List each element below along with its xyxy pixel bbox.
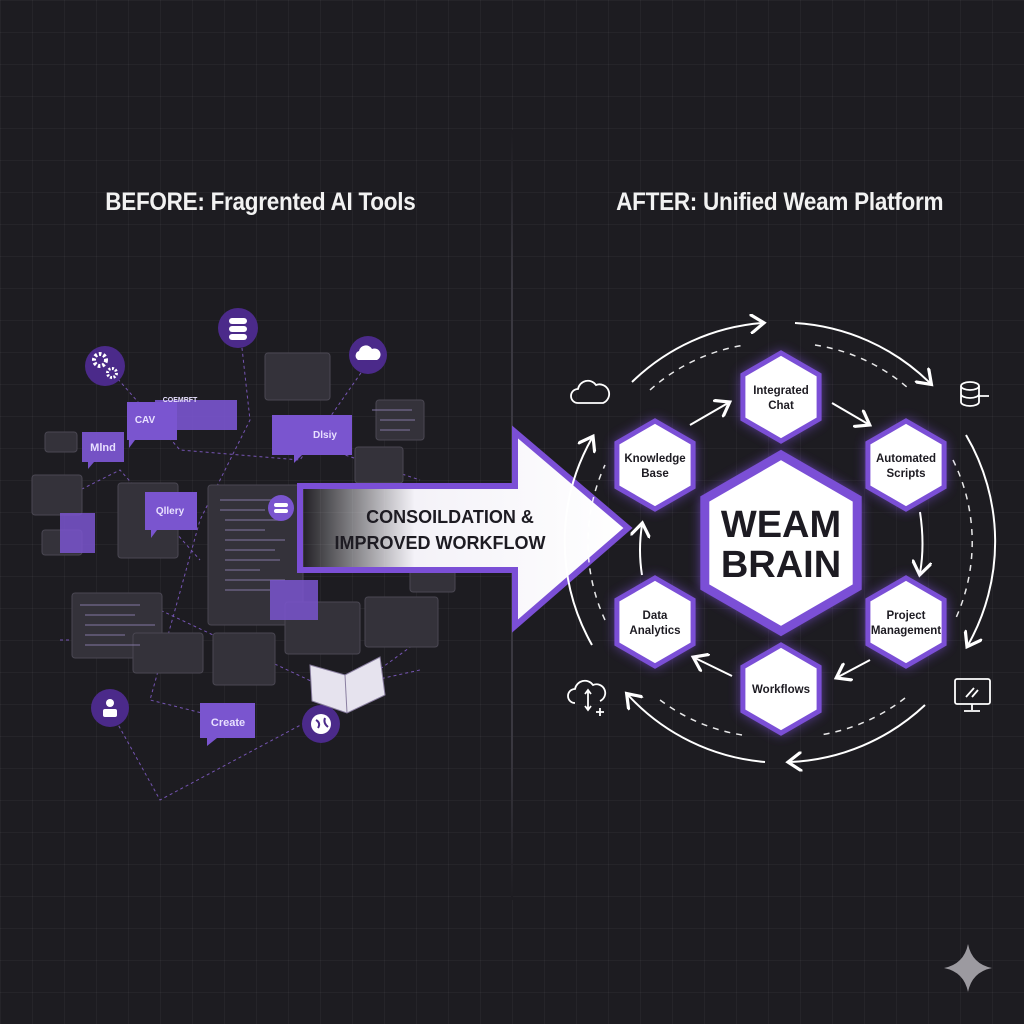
node-label-line2: Analytics [629, 625, 680, 637]
node-label-line2: Chat [768, 400, 794, 412]
database-sync-icon [960, 381, 989, 407]
consolidation-arrow: CONSOILDATION & IMPROVED WORKFLOW [297, 425, 633, 633]
side-icons [567, 379, 991, 716]
node-label-line1: Project [887, 610, 926, 622]
node-label-line1: Knowledge [624, 453, 685, 465]
monitor-icon [954, 678, 991, 712]
fragmented-tools-cluster: Mlnd CAV COEMRFT Qllery Dlsiy Create [31, 308, 456, 801]
hex-node[interactable]: Workflows [740, 642, 822, 736]
node-label-line1: Workflows [752, 684, 810, 696]
node-label-line2: Base [641, 468, 669, 480]
bubble-dlsiy: Dlsiy [313, 430, 337, 441]
bubble-create: Create [211, 717, 245, 729]
node-label-line1: Automated [876, 453, 936, 465]
bubble-header: COEMRFT [163, 397, 198, 404]
gears-icon [85, 346, 125, 386]
globe-icon [302, 705, 340, 743]
chat-bubbles [60, 400, 352, 746]
node-label-line1: Integrated [753, 385, 809, 397]
node-label-line1: Data [643, 610, 669, 622]
node-label-line2: Management [871, 625, 941, 637]
code-lines [80, 409, 415, 646]
arrow-label-line1: CONSOILDATION & [366, 507, 534, 527]
cloud-outline-icon [570, 379, 610, 404]
chat-hub-icon [268, 495, 294, 521]
bubble-cav: CAV [135, 415, 156, 426]
book-icon [309, 656, 386, 714]
hub-label-line2: BRAIN [721, 544, 841, 586]
outer-cycle [563, 323, 997, 762]
bubble-mind: Mlnd [90, 442, 116, 454]
node-label-line2: Scripts [887, 468, 926, 480]
before-title: BEFORE: Fragrented AI Tools [105, 188, 416, 216]
cloud-upload-icon [567, 679, 607, 716]
person-icon [91, 689, 129, 727]
hex-nodes: WEAMBRAINIntegratedChatAutomatedScriptsP… [614, 350, 947, 736]
arrow-label-line2: IMPROVED WORKFLOW [335, 533, 546, 553]
cloud-icon [349, 336, 387, 374]
sparkle-icon [944, 944, 992, 992]
database-icon [218, 308, 258, 348]
after-title: AFTER: Unified Weam Platform [616, 188, 944, 216]
hub-label-line1: WEAM [721, 504, 841, 546]
bubble-query: Qllery [156, 506, 185, 517]
